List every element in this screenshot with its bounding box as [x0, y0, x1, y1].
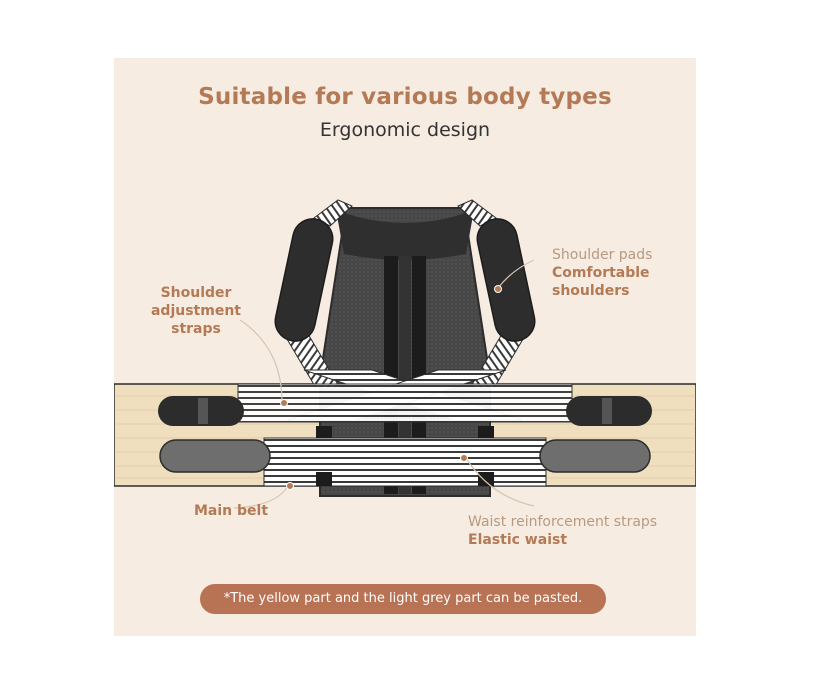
left-grey-tab	[159, 439, 271, 473]
right-shoulder-pad	[476, 218, 536, 342]
page-title: Suitable for various body types	[198, 84, 612, 110]
left-belt-clip-top	[316, 426, 332, 438]
page-subtitle: Ergonomic design	[319, 119, 491, 141]
right-belt-clip-top	[478, 426, 494, 438]
callout-dots	[280, 285, 502, 490]
leader-lines	[233, 259, 535, 509]
spine-stay-right	[412, 256, 426, 494]
right-upper-tab-end	[602, 398, 612, 424]
left-shoulder-pad	[274, 218, 334, 342]
main-belt-label: Main belt	[194, 503, 269, 519]
spine-stay-left	[384, 256, 398, 494]
waist-straps-label: Waist reinforcement straps Elastic waist	[468, 514, 658, 548]
right-grey-tab	[539, 439, 651, 473]
shoulder-straps-label: Shoulder adjustment straps	[150, 285, 241, 337]
spine-stay-center	[399, 256, 411, 494]
product-panel: Suitable for various body types Ergonomi…	[114, 58, 696, 636]
left-belt-clip-bottom	[316, 472, 332, 486]
right-belt-clip-bottom	[478, 472, 494, 486]
posture-brace-illustration	[114, 199, 696, 509]
lower-strap-band	[263, 437, 547, 487]
shoulder-pads-label: Shoulder pads Comfortable shoulders	[552, 247, 653, 299]
collar	[336, 210, 474, 260]
left-upper-tab-end	[198, 398, 208, 424]
upper-strap-band	[237, 383, 573, 423]
pasting-note: *The yellow part and the light grey part…	[200, 584, 606, 614]
